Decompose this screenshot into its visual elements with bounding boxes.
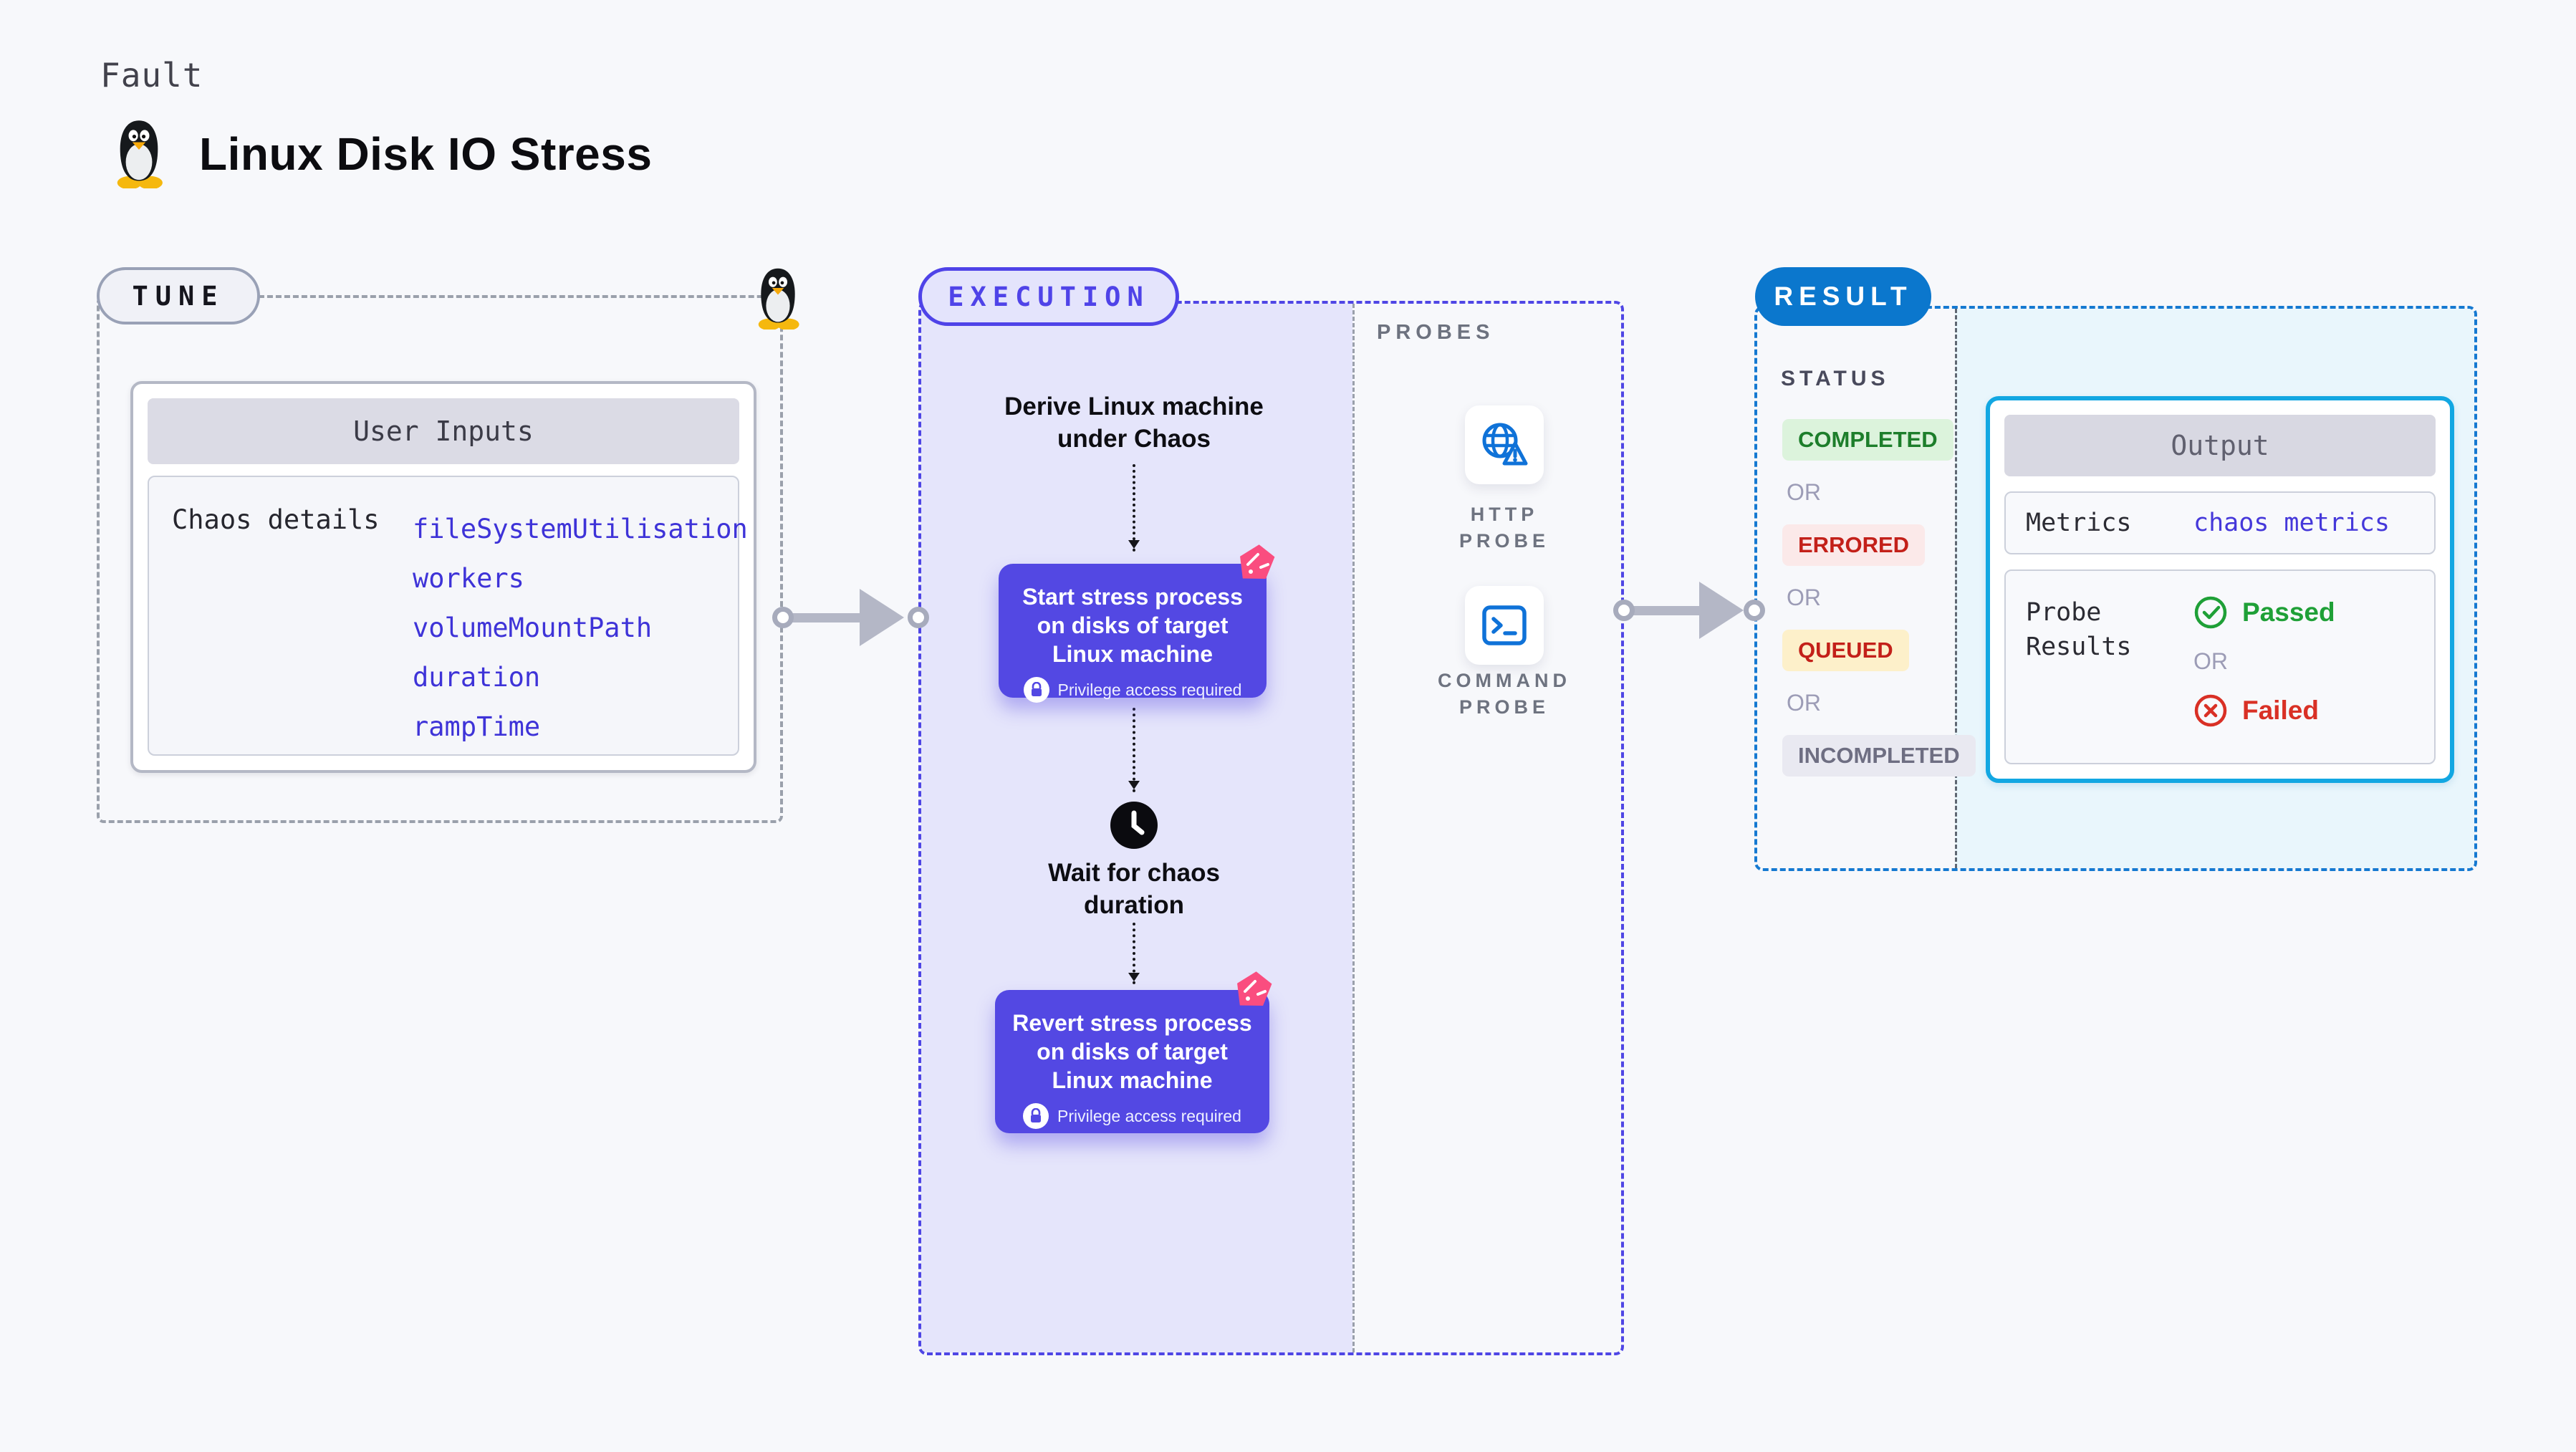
start-stress-node[interactable]: Start stress process on disks of target … — [999, 564, 1267, 703]
http-probe-card[interactable] — [1465, 405, 1544, 484]
command-probe-label: COMMAND PROBE — [1438, 670, 1571, 718]
probe-results-row: Probe Results Passed OR Failed — [2004, 569, 2436, 764]
status-list: COMPLETED OR ERRORED OR QUEUED OR INCOMP… — [1782, 419, 1976, 777]
metrics-row: Metrics chaos metrics — [2004, 491, 2436, 554]
output-title: Output — [2004, 415, 2436, 476]
http-probe-label: HTTP PROBE — [1458, 504, 1550, 552]
input-item[interactable]: fileSystemUtilisation — [413, 514, 748, 544]
page-title: Linux Disk IO Stress — [199, 128, 653, 180]
derive-step-text: Derive Linux machine under Chaos — [1004, 393, 1264, 453]
arrow-right-icon — [1699, 582, 1744, 639]
wait-step-text: Wait for chaos duration — [1048, 859, 1220, 919]
tune-badge[interactable]: TUNE — [97, 267, 260, 324]
input-item[interactable]: workers — [413, 563, 524, 594]
flow-arrow-down-icon — [1128, 464, 1140, 552]
probes-separator — [1352, 304, 1355, 1352]
litmus-chaos-icon — [1237, 971, 1272, 1006]
input-item[interactable]: duration — [413, 662, 541, 693]
revert-stress-text: Revert stress process on disks of target… — [1012, 1010, 1252, 1093]
status-heading: STATUS — [1781, 367, 1890, 390]
globe-alert-icon — [1482, 423, 1528, 466]
passed-label: Passed — [2242, 597, 2335, 627]
passed-row: Passed — [2193, 595, 2335, 630]
x-circle-icon — [2194, 694, 2227, 727]
lock-icon — [1023, 1103, 1049, 1129]
input-item[interactable]: volumeMountPath — [413, 612, 653, 643]
connector-line — [1632, 606, 1703, 615]
metrics-value[interactable]: chaos metrics — [2193, 509, 2390, 537]
probe-results-label: Probe Results — [2026, 598, 2132, 661]
probes-heading: PROBES — [1377, 321, 1495, 344]
privilege-row: Privilege access required — [1023, 1103, 1241, 1129]
metrics-label: Metrics — [2026, 509, 2132, 537]
fault-kicker: Fault — [100, 56, 203, 95]
revert-stress-node[interactable]: Revert stress process on disks of target… — [995, 990, 1269, 1133]
connector-line — [791, 613, 864, 622]
failed-row: Failed — [2193, 693, 2319, 728]
user-inputs-title: User Inputs — [148, 398, 739, 464]
execution-badge[interactable]: EXECUTION — [918, 267, 1179, 326]
or-label: OR — [1787, 479, 1821, 505]
check-circle-icon — [2194, 596, 2227, 629]
privilege-note: Privilege access required — [1057, 680, 1242, 699]
tux-penguin-icon-small — [758, 268, 799, 330]
status-badge-completed: COMPLETED — [1782, 419, 1953, 461]
output-card: Output Metrics chaos metrics Probe Resul… — [1986, 396, 2454, 783]
result-separator — [1955, 309, 1957, 868]
user-inputs-card: User Inputs Chaos details fileSystemUtil… — [130, 381, 756, 773]
tune-section-box — [97, 295, 783, 823]
connector-node-icon — [772, 607, 794, 628]
lock-icon — [1023, 677, 1049, 703]
connector-node-icon — [908, 607, 929, 628]
user-inputs-body: Chaos details fileSystemUtilisation work… — [148, 476, 748, 756]
status-badge-queued: QUEUED — [1782, 630, 1909, 671]
or-label: OR — [2193, 648, 2228, 674]
chaos-inputs-list: fileSystemUtilisation workers volumeMoun… — [413, 504, 748, 751]
or-label: OR — [1787, 585, 1821, 610]
status-badge-errored: ERRORED — [1782, 524, 1926, 566]
input-item[interactable]: rampTime — [413, 711, 541, 742]
privilege-note: Privilege access required — [1057, 1106, 1241, 1125]
start-stress-text: Start stress process on disks of target … — [1022, 584, 1243, 667]
litmus-chaos-icon — [1240, 544, 1275, 580]
failed-label: Failed — [2242, 696, 2319, 725]
command-probe-card[interactable] — [1465, 586, 1544, 665]
probe-results-values: Passed OR Failed — [2193, 595, 2335, 763]
clock-icon — [1110, 802, 1158, 849]
tux-penguin-icon — [117, 120, 163, 188]
connector-node-icon — [1744, 600, 1765, 621]
arrow-right-icon — [860, 589, 904, 646]
terminal-icon — [1482, 605, 1527, 645]
flow-arrow-down-icon — [1128, 923, 1140, 984]
connector-node-icon — [1613, 600, 1635, 621]
chaos-details-label: Chaos details — [172, 504, 380, 535]
flow-arrow-down-icon — [1128, 708, 1140, 792]
privilege-row: Privilege access required — [1023, 677, 1242, 703]
or-label: OR — [1787, 690, 1821, 716]
status-badge-incompleted: INCOMPLETED — [1782, 735, 1976, 777]
result-badge[interactable]: RESULT — [1755, 267, 1931, 326]
